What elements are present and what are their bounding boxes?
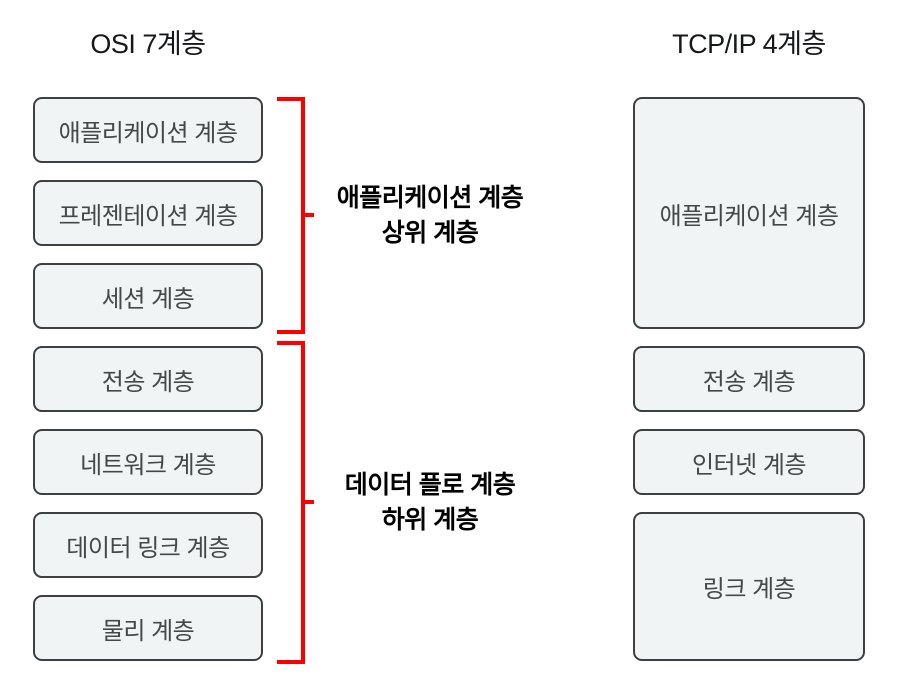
lower-group-label: 데이터 플로 계층 하위 계층 (318, 468, 542, 538)
upper-group-label-line1: 애플리케이션 계층 (336, 184, 524, 212)
lower-group-label-line1: 데이터 플로 계층 (344, 471, 516, 499)
upper-group-bracket (277, 97, 314, 334)
osi-layer-box-network: 네트워크 계층 (33, 429, 263, 495)
lower-group-bracket (277, 341, 314, 664)
osi-layer-box-datalink: 데이터 링크 계층 (33, 512, 263, 578)
tcpip-column-title: TCP/IP 4계층 (672, 29, 826, 59)
osi-layer-box-application: 애플리케이션 계층 (33, 97, 263, 163)
lower-group-label-line2: 하위 계층 (381, 506, 479, 534)
osi-layer-box-session: 세션 계층 (33, 263, 263, 329)
osi-layer-box-presentation: 프레젠테이션 계층 (33, 180, 263, 246)
osi-layer-box-transport: 전송 계층 (33, 346, 263, 412)
tcpip-layer-box-application: 애플리케이션 계층 (633, 97, 865, 329)
osi-layer-box-physical: 물리 계층 (33, 595, 263, 661)
osi-column-title: OSI 7계층 (90, 29, 206, 59)
upper-group-label-line2: 상위 계층 (381, 219, 479, 247)
tcpip-layer-box-internet: 인터넷 계층 (633, 429, 865, 495)
upper-group-label: 애플리케이션 계층 상위 계층 (318, 181, 542, 251)
tcpip-layer-box-link: 링크 계층 (633, 512, 865, 661)
tcpip-layer-box-transport: 전송 계층 (633, 346, 865, 412)
